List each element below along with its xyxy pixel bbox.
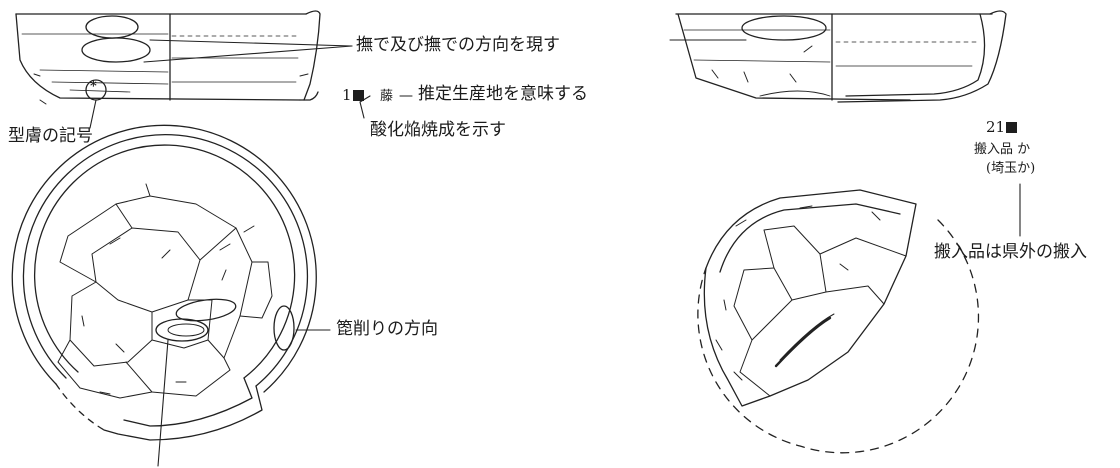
oxidation-firing-label: 酸化焔焼成を示す	[370, 120, 506, 140]
left-leader-lines	[89, 39, 413, 129]
shaving-mark-oval	[155, 318, 209, 342]
left-lower-leaders	[157, 329, 331, 467]
mold-mark-label: 型膚の記号	[8, 126, 93, 146]
left-bowl-plan	[11, 124, 317, 441]
smoothing-oval	[85, 15, 139, 39]
item-number-text: 1	[342, 86, 352, 104]
shaving-direction-label: 箆削りの方向	[336, 319, 438, 339]
mold-mark-glyph: *	[90, 79, 97, 94]
smoothing-oval	[81, 37, 151, 63]
smoothing-oval	[741, 15, 827, 41]
production-place-label: 推定生産地を意味する	[418, 84, 588, 104]
shaving-mark-oval	[273, 305, 295, 351]
item-number-text: 21	[986, 118, 1006, 136]
import-note-label: 搬入品は県外の搬入	[934, 242, 1087, 262]
origin-guess-label: (埼玉か)	[986, 161, 1036, 176]
import-question-label: 搬入品 か	[974, 142, 1031, 157]
fragment-oval	[175, 298, 237, 322]
stroke-direction-label: 撫で及び撫での方向を現す	[356, 35, 560, 55]
square-marker	[1006, 122, 1018, 133]
right-bowl-plan	[697, 189, 980, 454]
item-number-left: 1	[342, 88, 364, 103]
item-number-right: 21	[986, 118, 1018, 136]
square-marker	[352, 90, 364, 101]
right-bowl-profile	[669, 10, 1007, 103]
place-mark-label: 藤	[380, 89, 394, 104]
left-bowl-profile	[15, 10, 321, 105]
